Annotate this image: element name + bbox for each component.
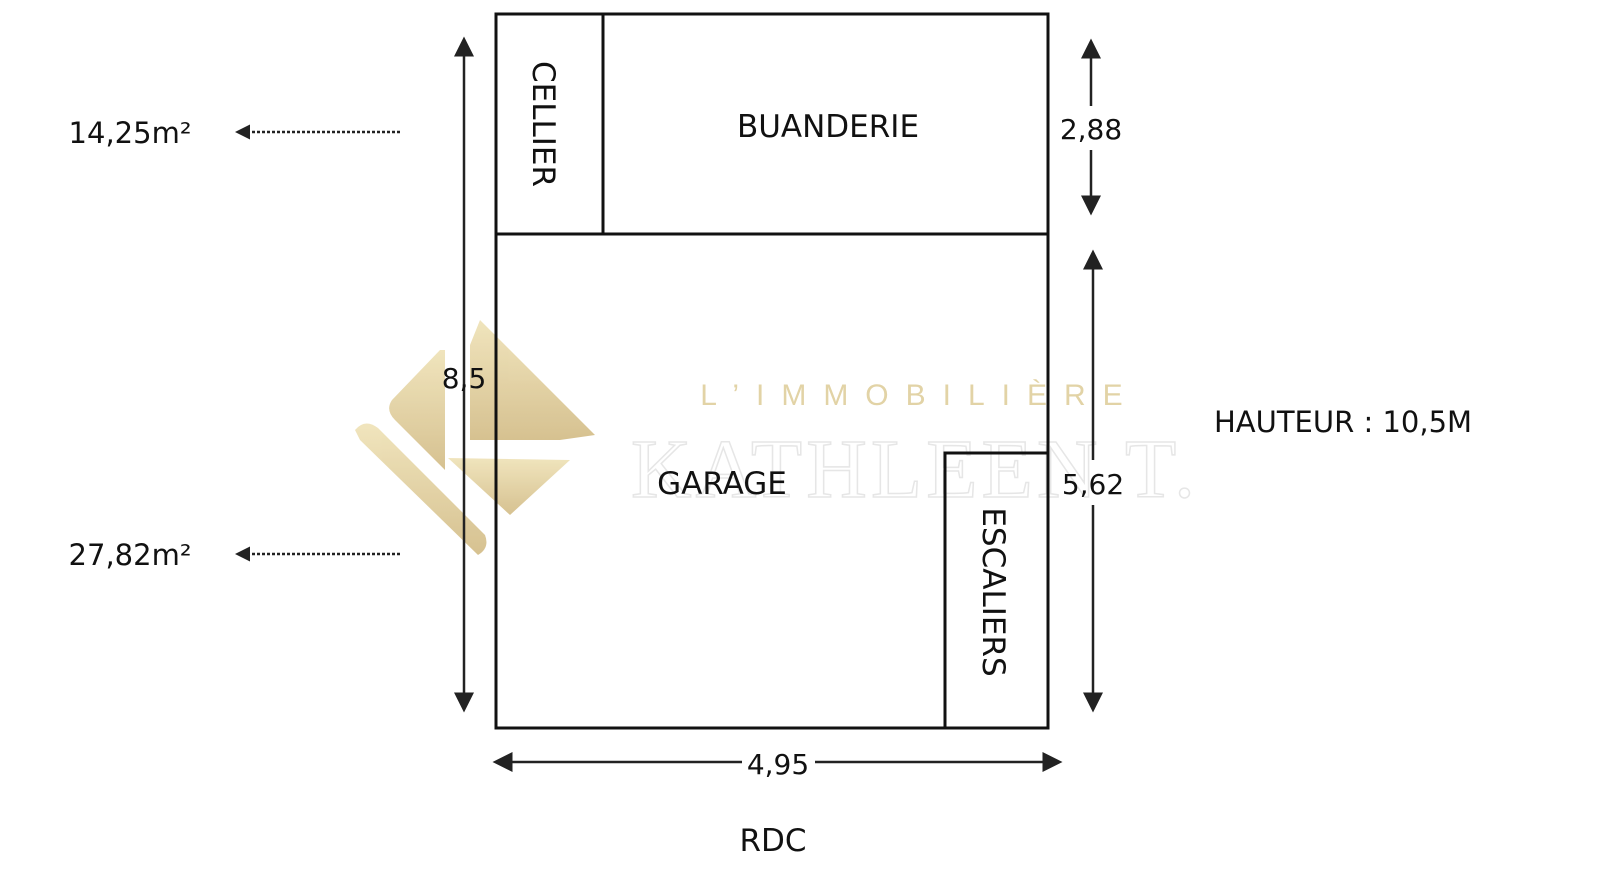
watermark-line2: KATHLEEN T.	[631, 423, 1199, 516]
dimension-lower-height: 5,62	[1062, 468, 1124, 501]
area-upper-label: 14,25m²	[69, 116, 192, 150]
area-lower-label: 27,82m²	[69, 538, 192, 572]
room-cellier-label: CELLIER	[525, 61, 561, 187]
room-escaliers-label: ESCALIERS	[975, 507, 1011, 676]
dimension-upper-height: 2,88	[1060, 113, 1122, 146]
level-label: RDC	[739, 823, 806, 859]
walls	[494, 12, 1050, 730]
watermark-logo-icon	[355, 320, 595, 555]
dimension-total-length: 8,5	[442, 362, 487, 395]
dimension-width: 4,95	[747, 748, 809, 781]
room-garage-label: GARAGE	[657, 466, 787, 502]
hauteur-label: HAUTEUR : 10,5M	[1214, 405, 1472, 439]
room-buanderie-label: BUANDERIE	[737, 109, 919, 145]
watermark-line1: L’IMMOBILIÈRE	[700, 379, 1139, 412]
dimension-arrows	[454, 36, 1103, 772]
area-pointer-arrows	[235, 124, 400, 562]
